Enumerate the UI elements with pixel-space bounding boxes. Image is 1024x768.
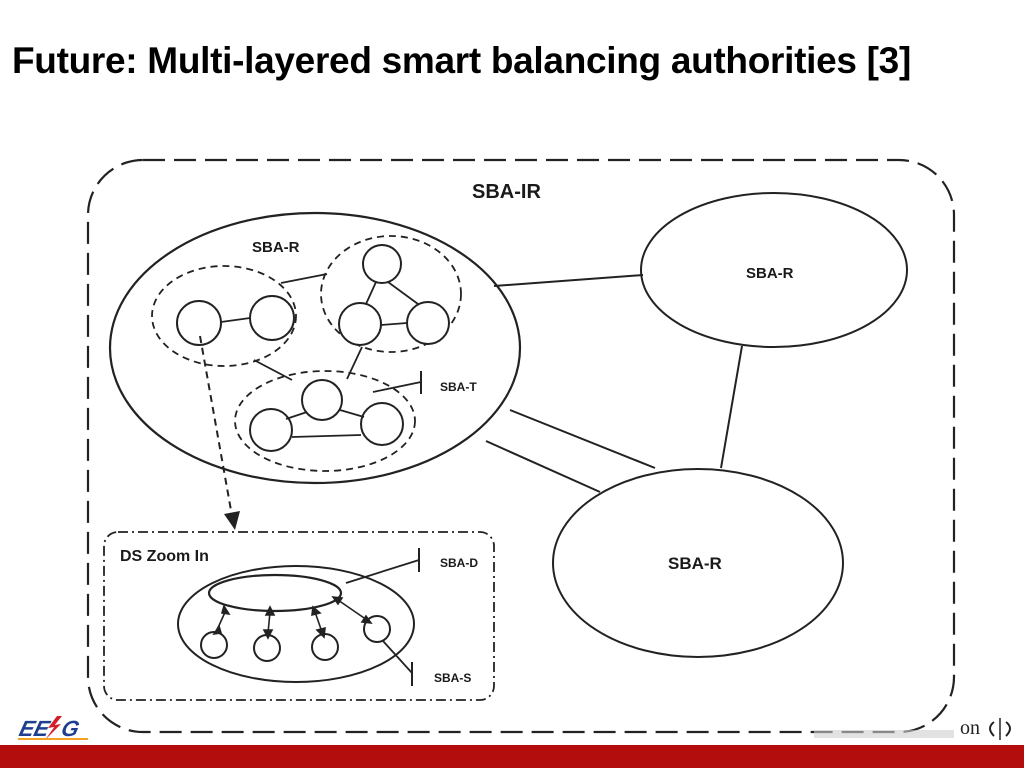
cluster-top-triangle <box>320 235 462 353</box>
sba-r-right-label: SBA-R <box>746 265 794 282</box>
node-link <box>387 281 419 305</box>
node <box>406 301 450 345</box>
node <box>360 402 404 446</box>
network-diagram: SBA-IR SBA-R SBA-R SBA-R SBA-T DS Zoom I… <box>86 158 956 734</box>
ds-zoom-title: DS Zoom In <box>120 548 209 565</box>
node-link <box>380 322 408 326</box>
zoom-arrow-head <box>224 511 240 530</box>
node <box>249 408 293 452</box>
cluster-left-pair <box>151 265 297 367</box>
sba-s-label: SBA-S <box>434 671 471 685</box>
link-left-to-bottom-a <box>509 409 656 469</box>
zoom-arrow-line <box>199 335 233 517</box>
eesg-logo-icon: EE G <box>17 716 88 741</box>
sba-ir-label: SBA-IR <box>472 181 541 203</box>
sba-r-left-label: SBA-R <box>252 239 300 256</box>
partner-logo-text: on <box>960 717 980 739</box>
svg-text:G: G <box>59 716 82 741</box>
node <box>338 302 382 346</box>
sba-ir-boundary <box>86 158 956 734</box>
node-link <box>285 411 308 420</box>
sba-r-left-region <box>108 211 522 485</box>
node <box>176 300 222 346</box>
cluster-bottom-triangle <box>234 370 416 472</box>
node <box>311 633 339 661</box>
node <box>249 295 295 341</box>
slide-title: Future: Multi-layered smart balancing au… <box>12 40 911 81</box>
node-link <box>339 409 365 418</box>
partner-logo-icon: on <box>814 717 1011 740</box>
node <box>253 634 281 662</box>
node-link <box>365 281 377 305</box>
footer-bar-fill <box>0 745 1024 768</box>
node <box>301 379 343 421</box>
distribution-region <box>177 565 415 683</box>
sba-t-pointer-line <box>372 381 422 393</box>
cluster-link <box>346 346 363 380</box>
sba-d-label: SBA-D <box>440 556 478 570</box>
ds-zoom-box <box>103 531 495 701</box>
sba-t-label: SBA-T <box>440 380 477 394</box>
node-link <box>291 434 362 438</box>
node <box>200 631 228 659</box>
sba-r-bottom-label: SBA-R <box>668 554 722 573</box>
distribution-hub <box>207 573 343 613</box>
sba-s-pointer-line <box>382 640 413 674</box>
sba-r-right-region <box>640 192 908 348</box>
svg-text:EE: EE <box>17 716 54 741</box>
link-right-to-bottom-region <box>720 345 743 469</box>
link-left-to-bottom-b <box>485 440 601 493</box>
cluster-link <box>280 273 328 284</box>
link-left-to-right-region <box>493 274 644 287</box>
hub-arrows <box>212 596 373 640</box>
partner-logo: on <box>814 712 1019 742</box>
sba-d-pointer-line <box>345 559 420 584</box>
sba-r-bottom-region <box>552 468 844 658</box>
node <box>362 244 402 284</box>
footer-bar <box>0 745 1024 768</box>
cluster-link <box>253 359 293 381</box>
node-link <box>220 317 251 323</box>
